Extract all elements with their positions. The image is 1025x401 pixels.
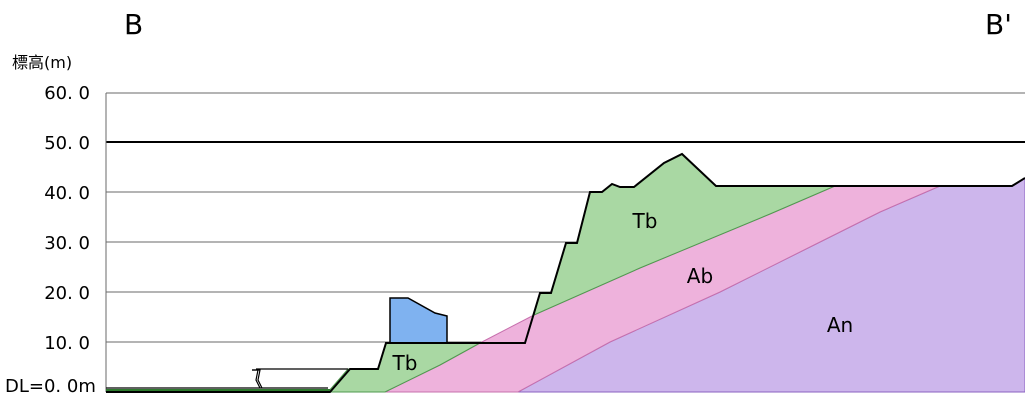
layer-label-ab: Ab bbox=[687, 264, 713, 288]
tick-label: 20. 0 bbox=[44, 283, 90, 304]
tick-label: 60. 0 bbox=[44, 83, 90, 104]
tick-label: 40. 0 bbox=[44, 183, 90, 204]
section-start-label: B bbox=[124, 8, 143, 41]
layer-label-tb-upper: Tb bbox=[632, 209, 658, 233]
geology-layers bbox=[326, 153, 1025, 393]
concrete-structure bbox=[389, 297, 448, 344]
section-end-label: B' bbox=[985, 8, 1012, 41]
tick-label: 30. 0 bbox=[44, 233, 90, 254]
layer-label-an: An bbox=[827, 313, 853, 337]
tick-label: 50. 0 bbox=[44, 133, 90, 154]
elevation-axis-label: 標高(m) bbox=[12, 53, 72, 72]
channel-outline bbox=[106, 368, 348, 391]
layer-label-tb-lower: Tb bbox=[392, 351, 418, 375]
datum-label: DL=0. 0m bbox=[5, 376, 96, 397]
tick-label: 10. 0 bbox=[44, 333, 90, 354]
tick-labels: 60. 0 50. 0 40. 0 30. 0 20. 0 10. 0 bbox=[44, 83, 90, 354]
ground-surface-line bbox=[106, 152, 1025, 393]
wall-line bbox=[252, 369, 263, 389]
